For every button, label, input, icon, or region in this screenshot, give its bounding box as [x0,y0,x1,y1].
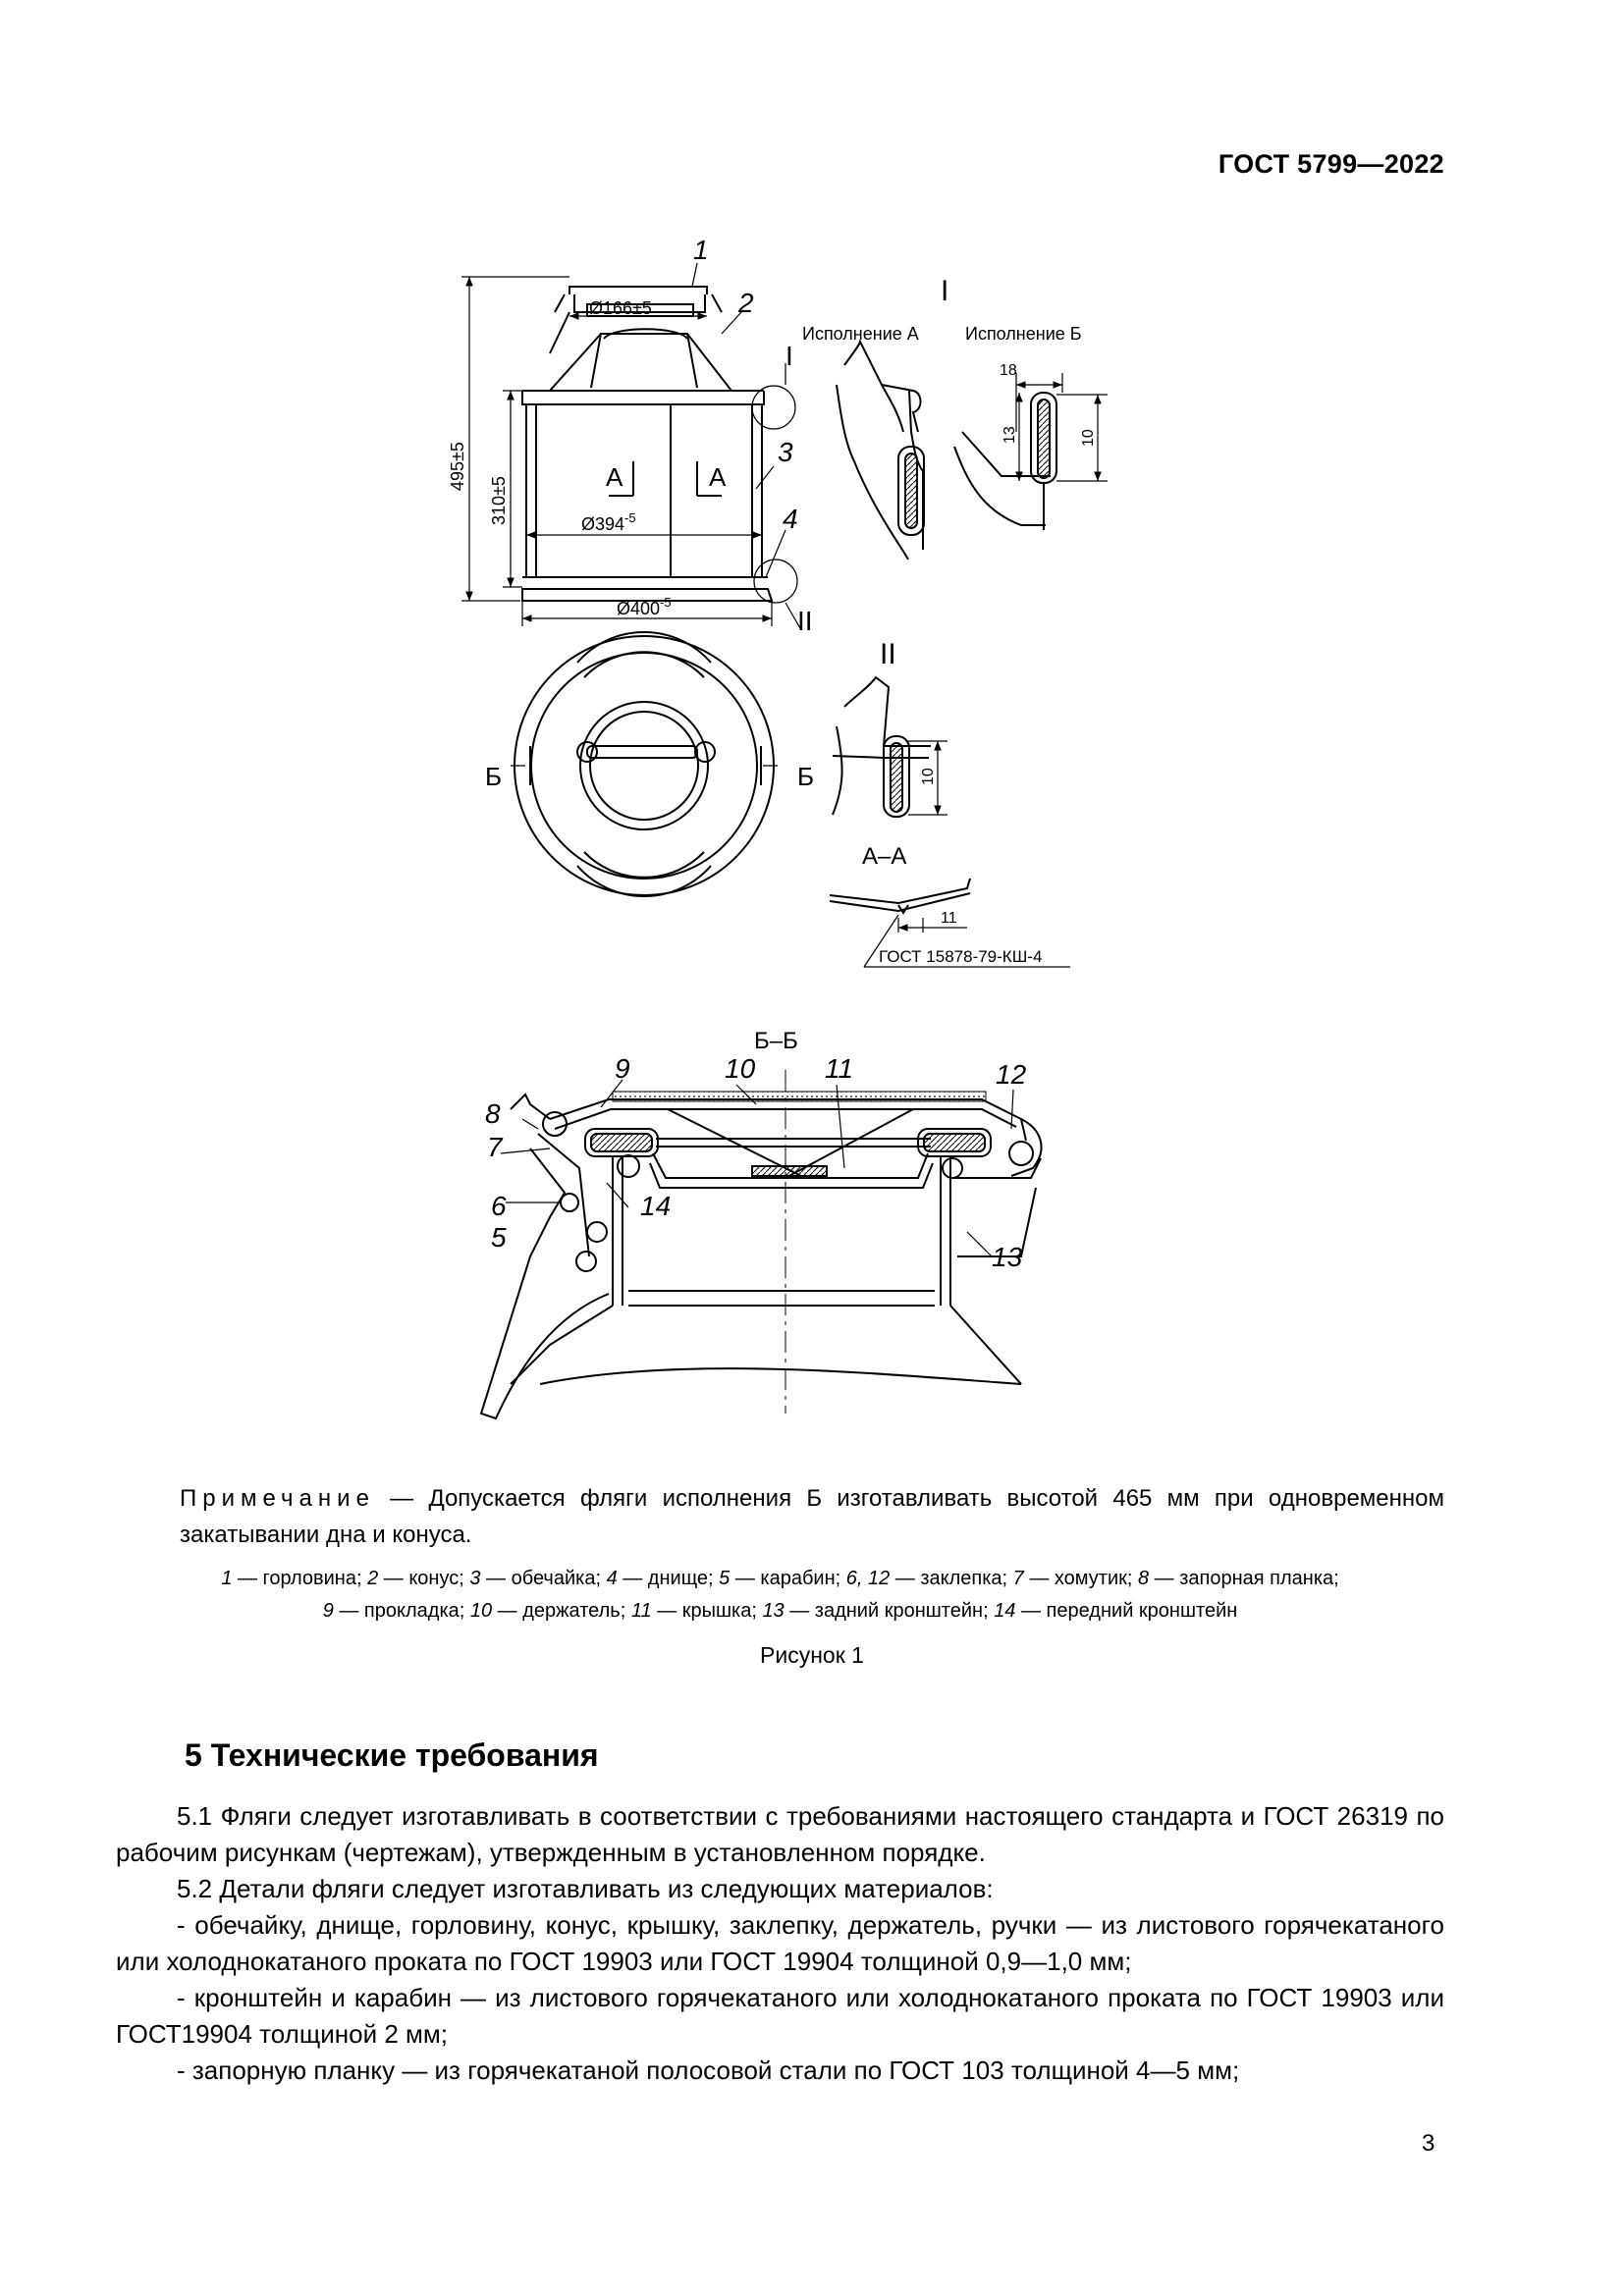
part-number-5: 5 [491,1222,507,1253]
part-number-10: 10 [725,1053,756,1084]
flask-top-view [511,630,778,898]
detail-II-dimensions [908,740,947,816]
paragraph-materials-3: - запорную планку — из горячекатаной пол… [177,2056,1240,2085]
section-title: 5 Технические требования [185,1737,599,1773]
detail-II [832,675,931,818]
part-number-2: 2 [737,288,754,318]
section-mark-a-right: А [709,462,727,492]
figure-note: Примечание — Допускается фляги исполнени… [180,1480,1444,1553]
dim-detail-13: 13 [1001,426,1018,444]
section-mark-a-left: А [606,462,623,492]
part-number-11: 11 [825,1053,853,1084]
dim-detail-10b: 10 [920,768,937,785]
paragraph-5-1: 5.1 Фляги следует изготавливать в соотве… [116,1801,1444,1867]
dim-aa-11: 11 [941,910,957,927]
section-AA-heading: А–А [862,843,906,870]
technical-drawing: 1 2 3 4 I II Ø166±5 495±5 310±5 Ø394-5 Ø… [448,235,1108,1420]
note-text: — Допускается фляги исполнения Б изготав… [180,1485,1444,1548]
part-number-4: 4 [783,504,798,534]
variant-b-label: Исполнение Б [965,324,1082,344]
legend-line-1: 1 — горловина; 2 — конус; 3 — обечайка; … [221,1568,1339,1589]
detail-II-mark: II [797,606,813,636]
aa-reference: ГОСТ 15878-79-КШ-4 [879,947,1042,966]
document-header: ГОСТ 5799—2022 [1218,149,1444,179]
part-number-14: 14 [640,1191,671,1221]
section-mark-b-left: Б [485,762,502,791]
figure-caption: Рисунок 1 [760,1642,864,1668]
detail-I-variant-A [836,339,925,561]
part-number-6: 6 [491,1191,507,1221]
part-number-9: 9 [615,1053,630,1084]
detail-I-mark: I [785,341,793,371]
paragraph-materials-1: - обечайку, днище, горловину, конус, кры… [116,1910,1444,1976]
detail-II-heading: II [880,638,896,670]
detail-I-heading: I [941,275,948,307]
dim-body-diameter: Ø394-5 [581,510,636,534]
dim-bottom-diameter: Ø400-5 [617,595,672,618]
figure-legend: 1 — горловина; 2 — конус; 3 — обечайка; … [116,1563,1444,1628]
detail-I-variant-B [953,392,1057,530]
flask-side-view [521,286,798,604]
dim-detail-18: 18 [1000,362,1017,379]
part-number-12: 12 [996,1059,1027,1090]
section-BB-leaders [500,1079,1014,1257]
part-number-8: 8 [485,1098,501,1129]
section-mark-b-right: Б [797,762,814,791]
paragraph-materials-2: - кронштейн и карабин — из листового гор… [116,1983,1444,2049]
part-number-7: 7 [487,1132,504,1162]
dim-detail-10a: 10 [1080,429,1097,447]
section-AA-dimensions [863,914,1070,968]
variant-a-label: Исполнение А [802,324,919,344]
section-BB [479,1070,1043,1420]
detail-I-b-dimensions [1015,373,1108,482]
dim-total-height: 495±5 [448,442,467,491]
legend-line-2: 9 — прокладка; 10 — держатель; 11 — крыш… [322,1600,1238,1622]
section-AA [829,878,971,915]
section-BB-heading: Б–Б [754,1028,798,1054]
dim-neck-diameter: Ø166±5 [589,298,652,318]
side-view-dimensions [461,262,801,629]
part-number-1: 1 [693,235,709,265]
part-number-3: 3 [778,437,793,467]
dim-body-height: 310±5 [489,476,509,525]
paragraph-5-2: 5.2 Детали фляги следует изготавливать и… [177,1874,994,1903]
page-number: 3 [1422,2130,1435,2157]
part-number-13: 13 [992,1242,1023,1272]
note-label: Примечание [180,1485,375,1512]
